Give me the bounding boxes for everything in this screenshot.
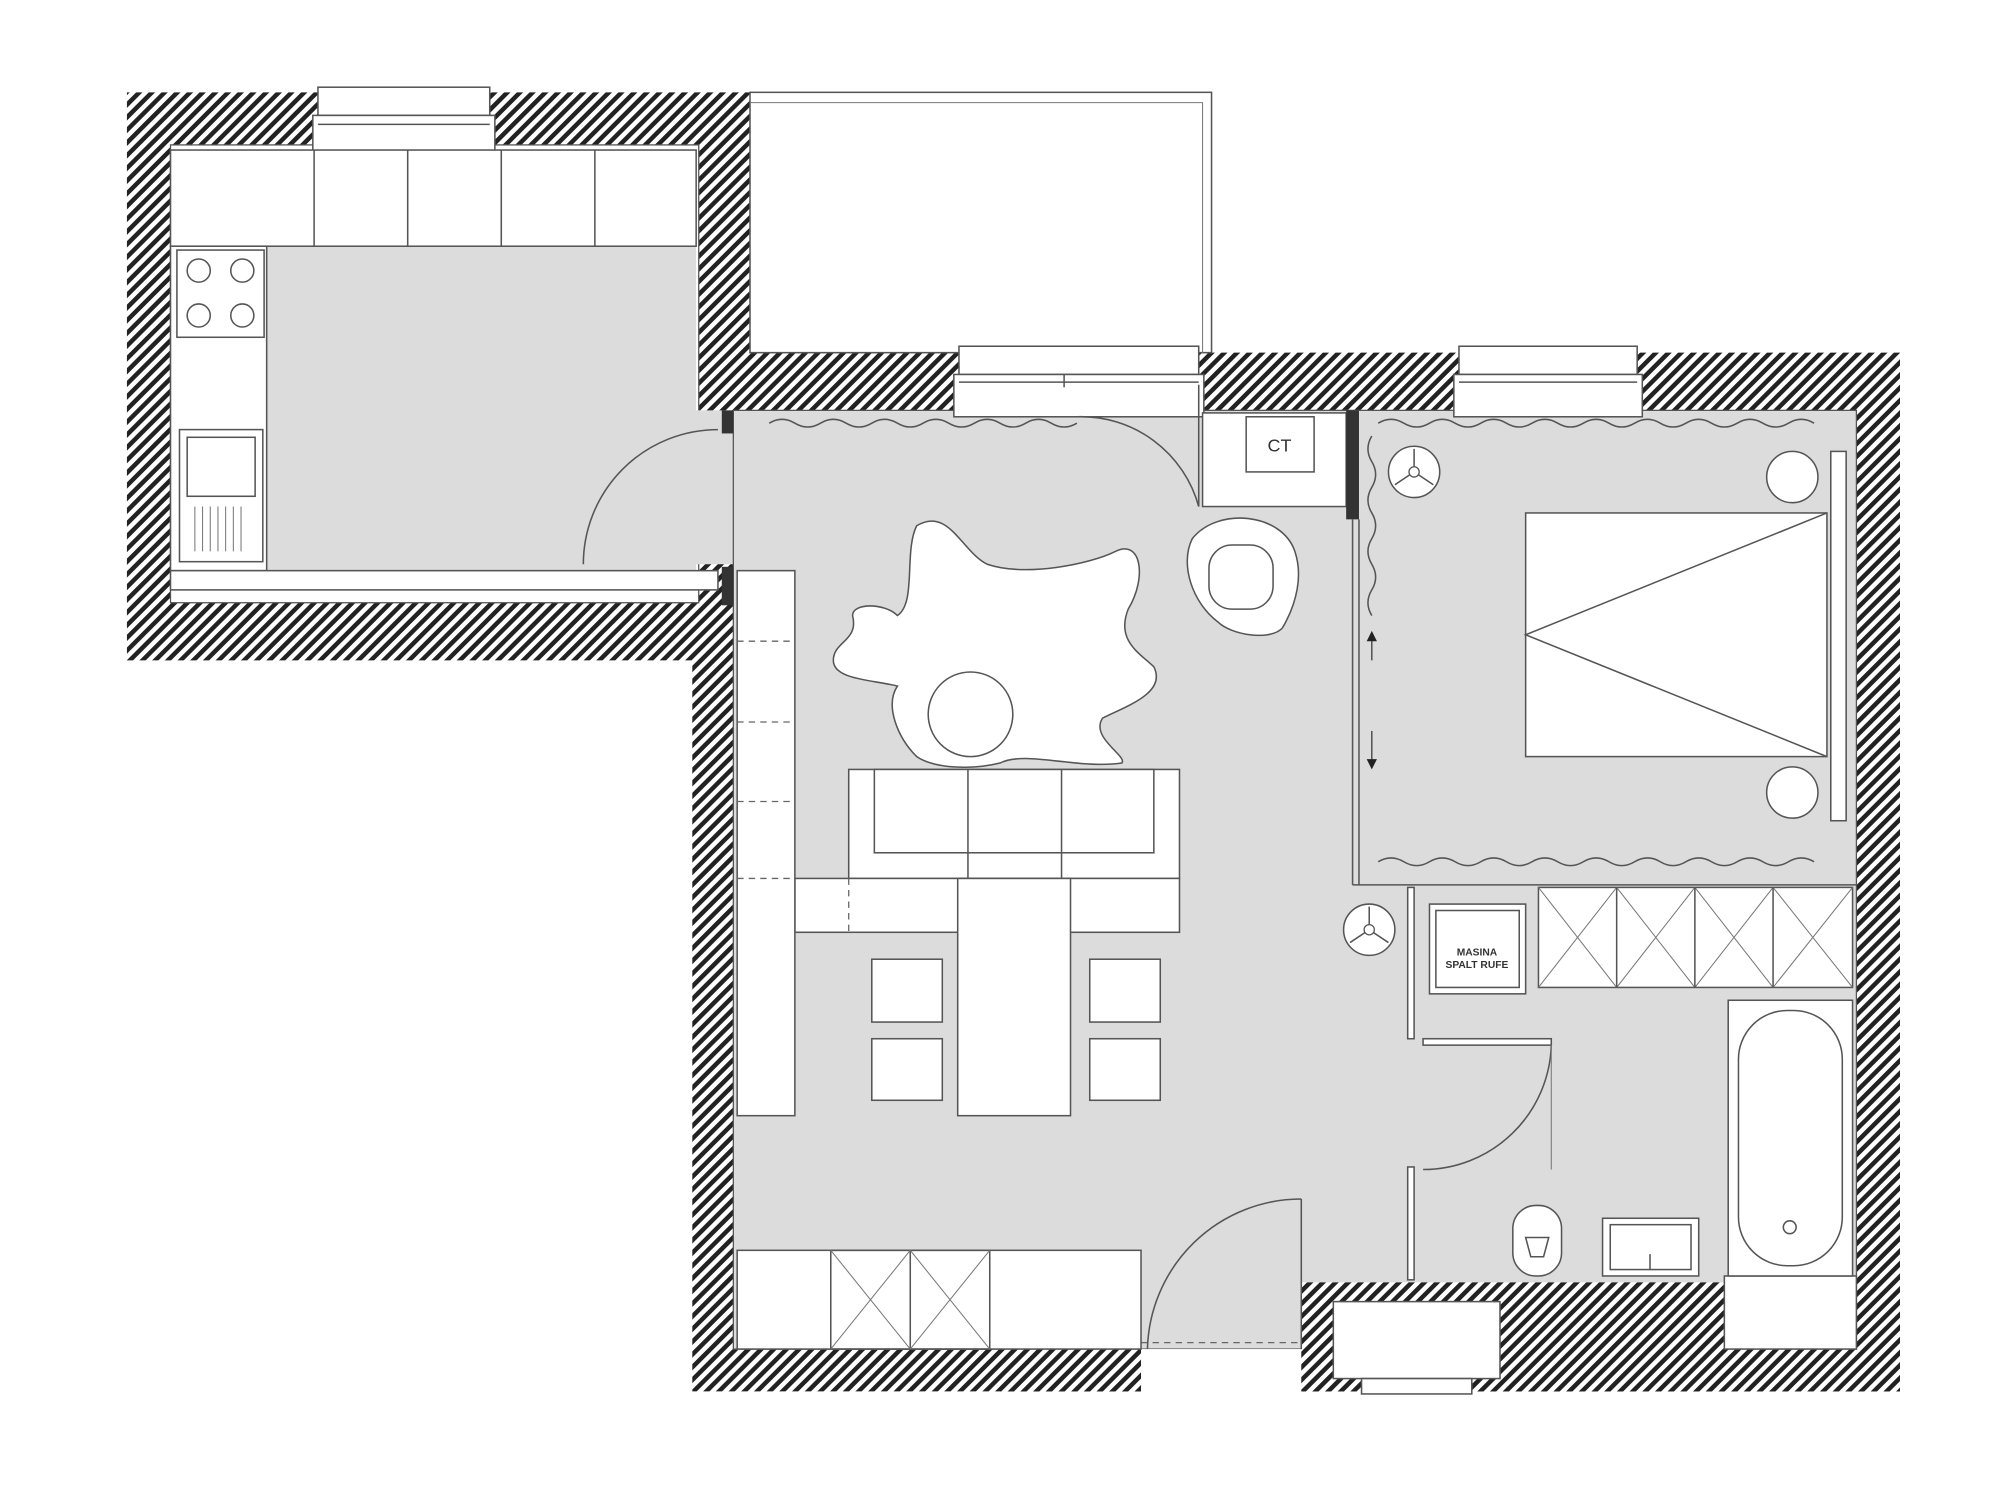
headboard xyxy=(1830,450,1847,822)
kitchen-window xyxy=(312,86,496,153)
toilet xyxy=(1512,1204,1563,1277)
living-window xyxy=(953,345,1205,418)
wardrobe xyxy=(1537,886,1854,989)
bathroom-sink xyxy=(1601,1217,1700,1277)
sofa xyxy=(847,768,1181,880)
coffee-table xyxy=(927,671,1014,758)
bedroom-window xyxy=(1453,345,1644,418)
living-room xyxy=(736,384,1303,1350)
entrance-door-swing xyxy=(1146,1198,1302,1350)
nightstand xyxy=(1765,766,1819,819)
ct-label: CT xyxy=(1268,435,1292,455)
stove-icon xyxy=(176,249,265,339)
kitchen-door-swing xyxy=(582,428,718,565)
bedroom xyxy=(1342,445,1857,989)
boiler-closet: CT xyxy=(1201,410,1359,520)
living-door-swing xyxy=(1076,415,1200,507)
dining-chairs xyxy=(871,958,1162,1102)
entry-wardrobe xyxy=(736,1249,1142,1350)
windows xyxy=(312,86,1644,1395)
bathroom-door-swing xyxy=(1423,1045,1553,1171)
washing-machine: MASINA SPALT RUFE xyxy=(1428,903,1527,995)
armchair xyxy=(1186,517,1300,637)
curtains xyxy=(768,418,1815,867)
bathroom-window xyxy=(1332,1300,1501,1395)
dining-table xyxy=(956,877,1072,1117)
bathtub xyxy=(1727,999,1854,1277)
washer-label: MASINA xyxy=(1457,947,1498,958)
washer-label: SPALT RUFE xyxy=(1446,960,1509,971)
rug xyxy=(832,520,1157,768)
upper-counter xyxy=(169,149,697,247)
tall-cabinet xyxy=(736,569,796,1117)
nightstand xyxy=(1765,450,1819,504)
sink-icon xyxy=(178,428,264,563)
balcony xyxy=(749,91,1213,354)
ceiling-fan-icon xyxy=(1342,903,1396,957)
kitchen xyxy=(169,149,734,606)
bed xyxy=(1523,512,1828,758)
bathroom: MASINA SPALT RUFE xyxy=(1406,886,1854,1281)
ceiling-fan-icon xyxy=(1387,445,1441,499)
